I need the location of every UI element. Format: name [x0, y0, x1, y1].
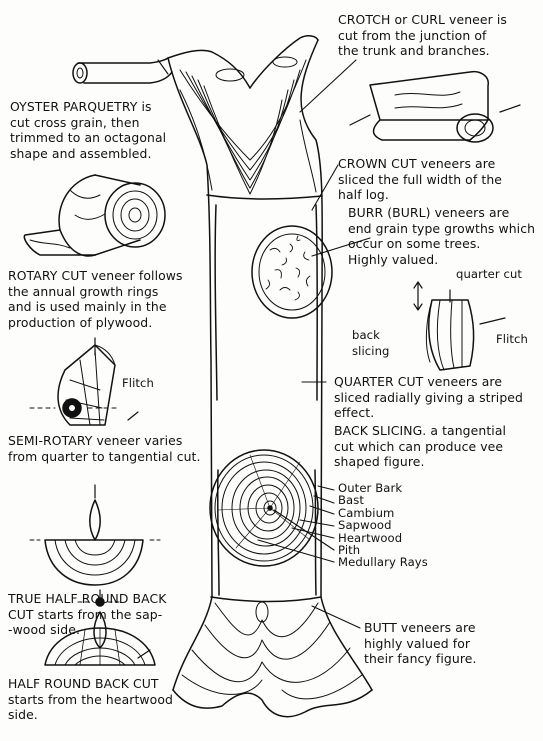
part-sapwood: Sapwood [338, 518, 392, 533]
butt-roots [172, 601, 373, 718]
semi-rotary-log [29, 337, 139, 426]
half-round-label: HALF ROUND BACK CUT starts from the hear… [8, 676, 173, 723]
flitch-left-label: Flitch [122, 376, 154, 390]
crotch-log [349, 70, 521, 143]
burr-growth [251, 225, 333, 319]
rotary-log [23, 174, 166, 257]
rotary-cut-label: ROTARY CUT veneer follows the annual gro… [8, 268, 183, 330]
part-cambium: Cambium [338, 505, 395, 520]
quarter-cut-small-label: quarter cut [456, 267, 523, 281]
crown-cut-label: CROWN CUT veneers are sliced the full wi… [338, 156, 502, 203]
butt-veneer-label: BUTT veneers are highly valued for their… [364, 620, 477, 667]
flitch-right [413, 281, 506, 371]
true-half-round [29, 484, 161, 586]
part-heartwood: Heartwood [338, 530, 403, 545]
back-slicing-small-label: back slicing [352, 328, 390, 358]
part-outer-bark: Outer Bark [338, 481, 403, 495]
half-round [44, 589, 156, 666]
tree-trunk [167, 35, 373, 691]
quarter-cut-label: QUARTER CUT veneers are sliced radially … [334, 374, 523, 421]
oyster-branch [72, 57, 173, 84]
crotch-veneer-label: CROTCH or CURL veneer is cut from the ju… [338, 12, 507, 59]
crotch-grain [179, 56, 317, 195]
tree-parts-list: Outer Bark Bast Cambium Sapwood Heartwoo… [338, 482, 428, 569]
semi-rotary-label: SEMI-ROTARY veneer varies from quarter t… [8, 433, 201, 464]
trunk-cross-section [209, 449, 319, 567]
part-bast: Bast [338, 493, 365, 508]
burr-veneer-label: BURR (BURL) veneers are end grain type g… [348, 205, 536, 267]
part-pith: Pith [338, 543, 361, 558]
part-medullary-rays: Medullary Rays [338, 555, 428, 570]
oyster-parquetry-label: OYSTER PARQUETRY is cut cross grain, the… [10, 99, 167, 161]
true-half-round-label: TRUE HALF ROUND BACK CUT starts from the… [8, 591, 167, 638]
back-slicing-label: BACK SLICING. a tangential cut which can… [334, 423, 507, 470]
flitch-right-label: Flitch [496, 332, 528, 346]
leader-lines [157, 59, 371, 629]
